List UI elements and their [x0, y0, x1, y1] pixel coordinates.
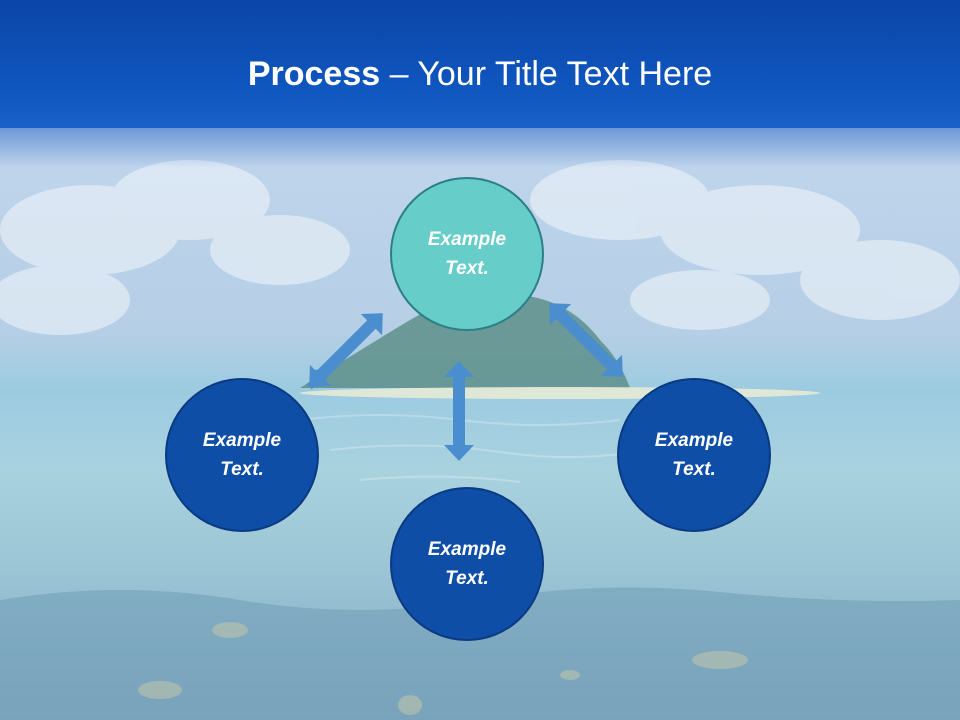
arrow-top-right: [549, 303, 623, 377]
page-title: Process – Your Title Text Here: [0, 52, 960, 96]
island: [300, 294, 630, 388]
node-left: Example Text.: [165, 378, 319, 532]
title-bold: Process: [247, 55, 381, 93]
title-rest: – Your Title Text Here: [380, 55, 713, 93]
arrow-top-left: [306, 313, 383, 390]
header-bar: [0, 0, 960, 128]
header-fade: [0, 128, 960, 168]
node-right-label: Example Text.: [654, 430, 734, 480]
arrow-vertical: [444, 361, 474, 461]
seabed: [0, 587, 960, 720]
node-left-label: Example Text.: [202, 430, 282, 480]
clouds: [0, 160, 960, 335]
node-right: Example Text.: [617, 378, 771, 532]
node-top-label: Example Text.: [427, 229, 507, 279]
arrows: [306, 303, 623, 461]
fish: [138, 622, 748, 715]
node-top: Example Text.: [390, 177, 544, 331]
node-bottom-label: Example Text.: [427, 539, 507, 589]
water-ripples: [299, 414, 661, 483]
node-bottom: Example Text.: [390, 487, 544, 641]
